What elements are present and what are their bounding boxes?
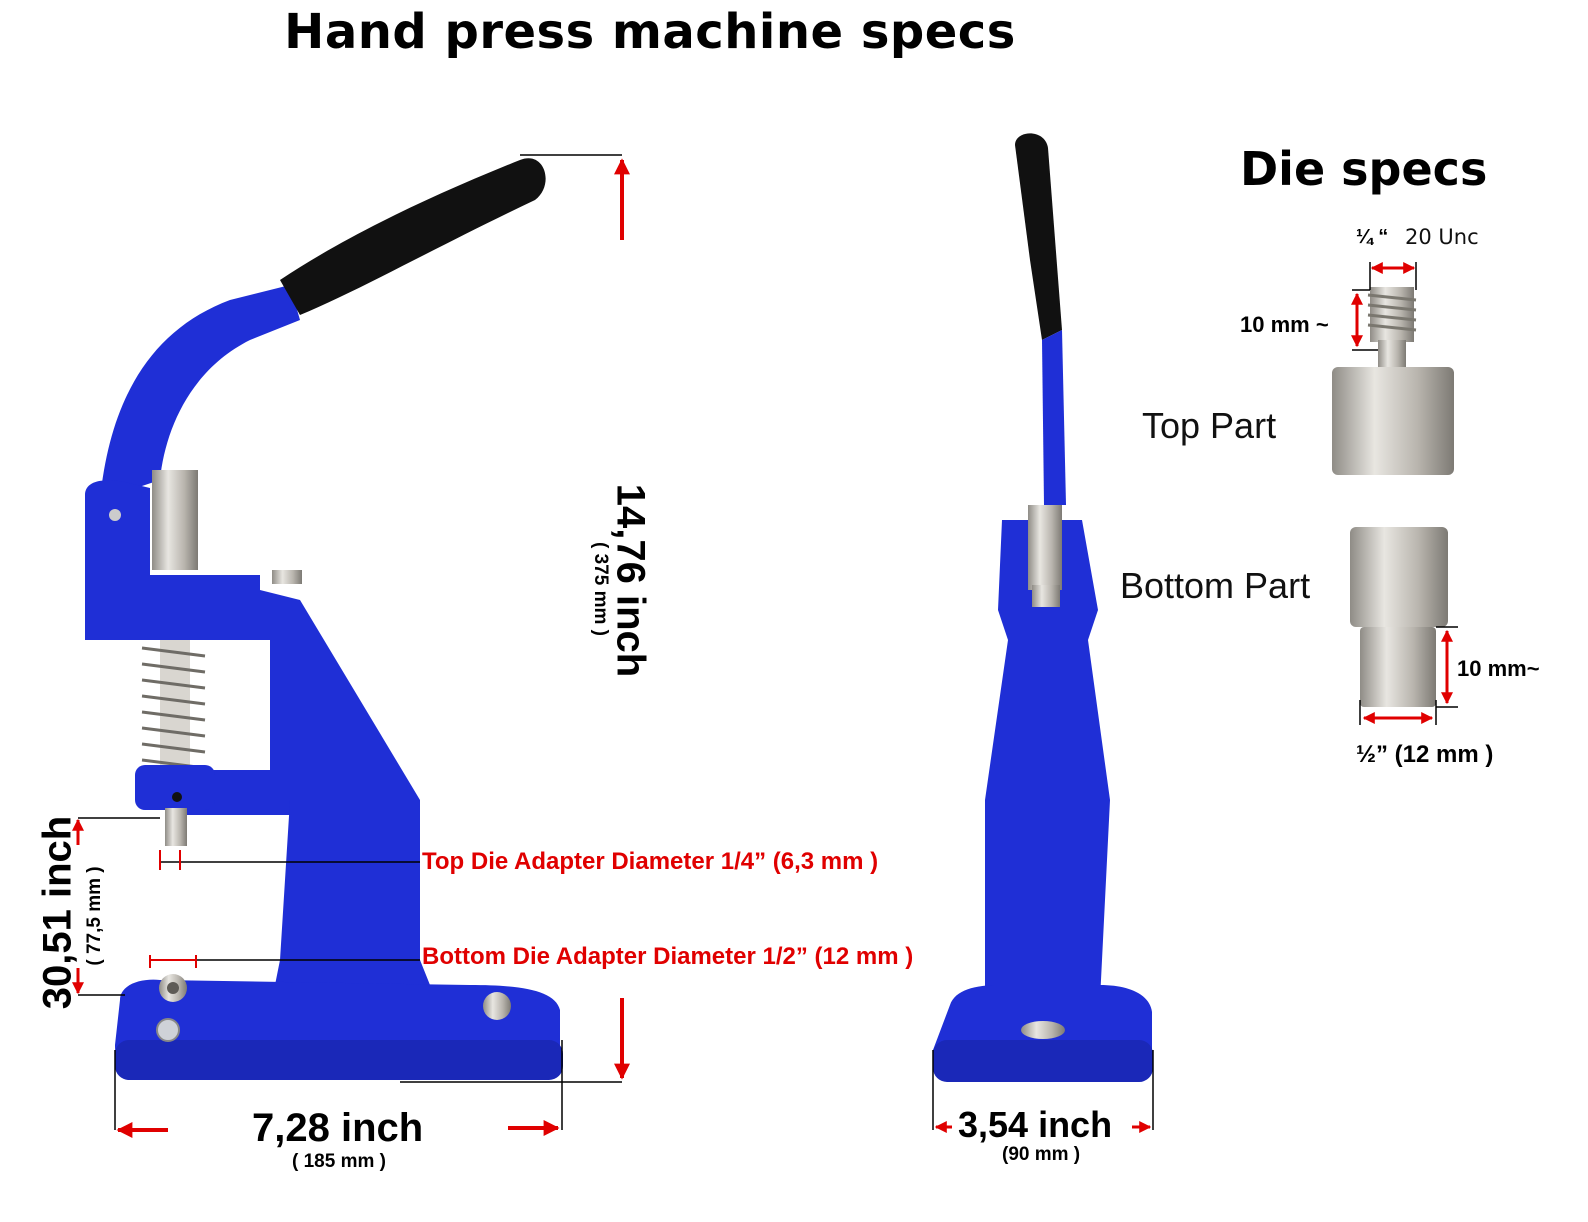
spring	[141, 640, 206, 770]
page-title: Hand press machine specs	[284, 4, 1016, 60]
press-column	[270, 800, 440, 1010]
bottom-adapter-label: Bottom Die Adapter Diameter 1/2” (12 mm …	[422, 943, 914, 970]
depth-mm-label: (90 mm )	[1002, 1144, 1081, 1165]
die-top-part	[1332, 287, 1454, 475]
hand-press-front-view	[933, 133, 1153, 1082]
bottom-part-label: Bottom Part	[1120, 565, 1311, 606]
bottom-diameter-label: ½” (12 mm )	[1356, 741, 1494, 768]
die-specs-title: Die specs	[1240, 142, 1488, 196]
dimension-markers	[78, 154, 1458, 1130]
hand-press-side-view	[85, 158, 563, 1080]
width-inch-label: 7,28 inch	[252, 1106, 424, 1150]
top-die-adapter	[165, 808, 187, 846]
thread-size-label: ¼ “	[1356, 226, 1389, 248]
height-inch-label: 14,76 inch	[608, 483, 653, 678]
width-mm-label: ( 185 mm )	[292, 1151, 386, 1172]
bottom-length-label: 10 mm~	[1457, 656, 1540, 681]
front-frame	[985, 520, 1110, 1000]
top-adapter-label: Top Die Adapter Diameter 1/4” (6,3 mm )	[422, 848, 879, 875]
depth-inch-label: 3,54 inch	[958, 1104, 1113, 1145]
gap-inch-label: 30,51 inch	[35, 815, 80, 1010]
red-arrows	[72, 158, 1453, 1138]
gap-mm-label: ( 77,5 mm )	[84, 866, 105, 966]
ram	[152, 470, 198, 570]
top-length-label: 10 mm ~	[1240, 312, 1329, 337]
top-part-label: Top Part	[1142, 405, 1277, 446]
handle-grip	[280, 158, 546, 315]
die-bottom-part	[1350, 527, 1448, 707]
height-mm-label: ( 375 mm )	[590, 542, 611, 636]
thread-type-label: 20 Unc	[1405, 225, 1479, 249]
